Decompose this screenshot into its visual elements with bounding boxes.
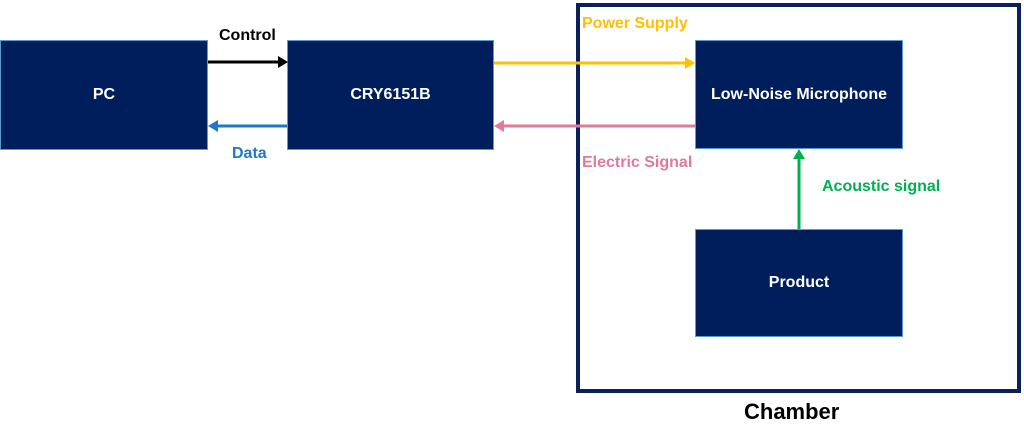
chamber-label: Chamber <box>744 399 840 424</box>
data-arrowhead <box>208 120 218 132</box>
microphone-node: Low-Noise Microphone <box>695 40 903 149</box>
control-label: Control <box>219 27 276 44</box>
power-arrowhead <box>685 57 695 69</box>
analyzer-node: CRY6151B <box>287 40 494 150</box>
analyzer-label: CRY6151B <box>350 86 431 103</box>
microphone-label: Low-Noise Microphone <box>711 85 887 103</box>
chamber-container <box>576 3 1021 393</box>
product-node: Product <box>695 229 903 337</box>
pc-node: PC <box>0 40 208 150</box>
pc-label: PC <box>92 86 116 103</box>
acoustic-arrowhead <box>793 149 805 159</box>
power-supply-label: Power Supply <box>582 15 688 32</box>
acoustic-signal-label: Acoustic signal <box>822 178 941 195</box>
electric-signal-label: Electric Signal <box>582 154 693 171</box>
data-label: Data <box>232 145 267 162</box>
control-arrowhead <box>278 56 288 68</box>
electric-arrowhead <box>494 120 504 132</box>
product-label: Product <box>768 274 830 291</box>
